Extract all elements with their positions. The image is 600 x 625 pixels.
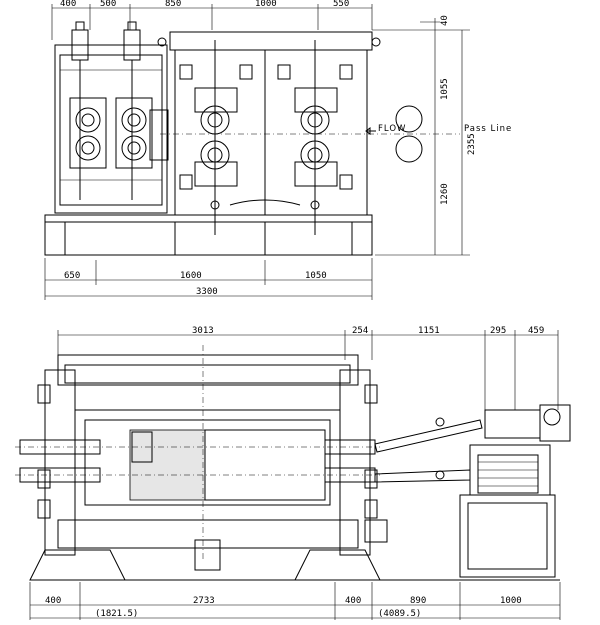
top-base-frame bbox=[44, 214, 373, 256]
plan-drive-shafts bbox=[374, 417, 483, 483]
top-dim-400: 400 bbox=[60, 0, 76, 9]
plan-dim-254: 254 bbox=[352, 326, 368, 336]
plan-ref-1821: (1821.5) bbox=[95, 609, 138, 619]
plan-bottom-2733: 2733 bbox=[193, 596, 215, 606]
plan-top-dims: 3013 254 1151 295 459 bbox=[57, 326, 559, 410]
right-dim-40: 40 bbox=[440, 15, 450, 26]
plan-dim-295: 295 bbox=[490, 326, 506, 336]
right-dimension-chain: 40 1055 1260 2355 bbox=[372, 15, 477, 256]
plan-ref-4089: (4089.5) bbox=[378, 609, 421, 619]
top-dim-550: 550 bbox=[333, 0, 349, 9]
top-dim-1000: 1000 bbox=[255, 0, 277, 9]
plan-base-floor bbox=[29, 539, 560, 581]
bottom-dim-1050: 1050 bbox=[305, 271, 327, 281]
plan-bottom-400b: 400 bbox=[345, 596, 361, 606]
bottom-plan-view: 3013 254 1151 295 459 bbox=[15, 326, 571, 620]
plan-gearbox bbox=[469, 444, 551, 496]
plan-bottom-1000: 1000 bbox=[500, 596, 522, 606]
plan-bottom-400a: 400 bbox=[45, 596, 61, 606]
horizontal-roll-stand bbox=[157, 31, 381, 235]
overall-height-2355: 2355 bbox=[467, 133, 477, 155]
plan-bottom-dims: 400 2733 400 890 1000 (1821.5) (4089.5) bbox=[29, 582, 561, 620]
pass-line-indicator: FLOW Pass Line bbox=[160, 105, 512, 163]
plan-dim-1151: 1151 bbox=[418, 326, 440, 336]
top-view-bottom-dims: 650 1600 1050 3300 bbox=[44, 258, 373, 300]
vertical-roll-stand bbox=[54, 21, 169, 214]
top-dimension-chain: 400 500 850 1000 550 bbox=[51, 0, 373, 40]
top-dim-850: 850 bbox=[165, 0, 181, 9]
plan-roll-assembly bbox=[15, 345, 380, 560]
pass-line-label: Pass Line bbox=[464, 124, 512, 134]
plan-bottom-890: 890 bbox=[410, 596, 426, 606]
overall-width-3300: 3300 bbox=[196, 287, 218, 297]
plan-motor-base bbox=[459, 494, 556, 578]
plan-motor bbox=[484, 404, 571, 442]
plan-dim-459: 459 bbox=[528, 326, 544, 336]
bottom-dim-650: 650 bbox=[64, 271, 80, 281]
top-dim-500: 500 bbox=[100, 0, 116, 9]
bottom-dim-1600: 1600 bbox=[180, 271, 202, 281]
right-dim-1260: 1260 bbox=[440, 183, 450, 205]
flow-label: FLOW bbox=[378, 124, 406, 134]
plan-main-frame bbox=[37, 354, 388, 556]
top-elevation-view: 400 500 850 1000 550 bbox=[44, 0, 512, 300]
right-dim-1055: 1055 bbox=[440, 78, 450, 100]
plan-dim-3013: 3013 bbox=[192, 326, 214, 336]
